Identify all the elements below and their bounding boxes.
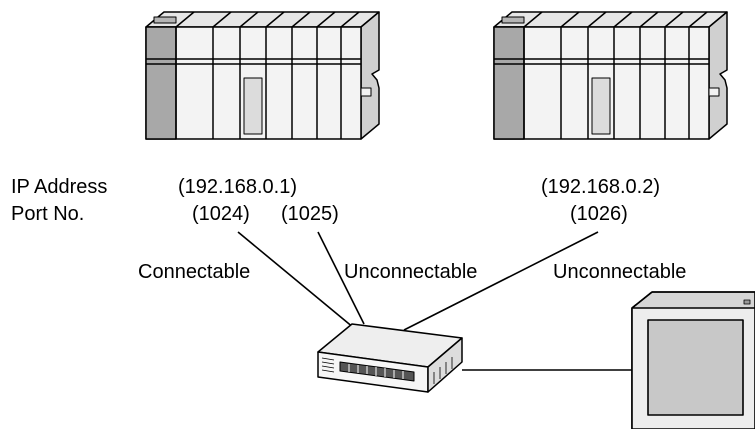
- plc-1-port-1024-label: (1024): [192, 203, 250, 225]
- port-no-label: Port No.: [11, 203, 85, 225]
- link-1024-connectable: [237, 231, 355, 329]
- link-1026-unconnectable: [403, 231, 599, 331]
- plc-1-port-1025-label: (1025): [281, 203, 339, 225]
- ip-address-label: IP Address: [11, 176, 108, 198]
- connection-lines: [237, 231, 632, 371]
- plc-2-ip-label: (192.168.0.2): [541, 176, 660, 198]
- connectable-label: Connectable: [138, 261, 251, 283]
- plc-2-port-1026-label: (1026): [570, 203, 628, 225]
- unconnectable-label-2: Unconnectable: [553, 261, 687, 283]
- plc-1-icon: [145, 11, 380, 140]
- plc-2-icon: [493, 11, 728, 140]
- ethernet-switch-icon: [317, 323, 463, 393]
- unconnectable-label-1: Unconnectable: [344, 261, 478, 283]
- plc-1-ip-label: (192.168.0.1): [178, 176, 297, 198]
- link-1025-unconnectable: [317, 231, 365, 325]
- hmi-panel-icon: [631, 291, 755, 429]
